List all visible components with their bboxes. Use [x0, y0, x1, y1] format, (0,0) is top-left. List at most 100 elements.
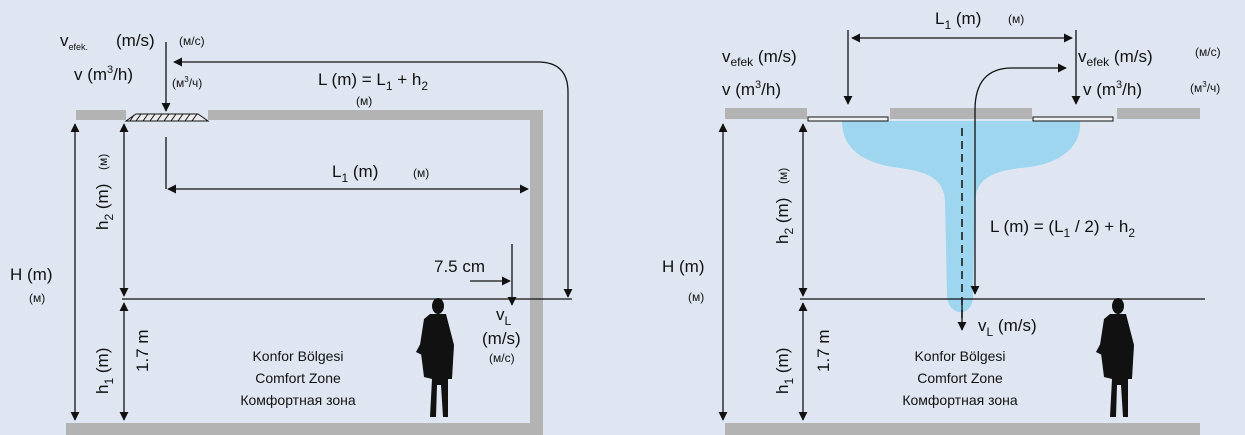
right-vflow-right-ru-b: /ч) [1207, 81, 1221, 95]
right-vflow-left-a: v (m [722, 80, 755, 99]
right-diagram: L1 (m) (м) vefek (m/s) v (m3/h) vefek (m… [662, 9, 1221, 435]
left-diffuser [124, 113, 210, 122]
right-vefek-right-ru: (м/с) [1195, 45, 1221, 59]
right-vflow-right-a: v (m [1083, 80, 1116, 99]
right-vefek-left-label: vefek (m/s) [722, 47, 797, 69]
right-ceiling-slab-a [725, 108, 807, 119]
right-vflow-right-ru-a: (м [1190, 81, 1202, 95]
left-vflow-a: v (m [74, 65, 107, 84]
right-vflow-left-label: v (m3/h) [722, 79, 781, 99]
left-vefek-unit: (m/s) [116, 31, 155, 50]
left-h1-b: (m) [93, 348, 112, 378]
left-l1-label: L1 (m) [332, 162, 378, 185]
left-vflow-sup: 3 [107, 64, 113, 76]
left-l1-ru: (м) [413, 166, 429, 180]
left-formula-sub1: 1 [386, 79, 393, 93]
right-17-label: 1.7 m [814, 329, 833, 372]
right-vflow-left-b: /h) [761, 80, 781, 99]
left-h-label: H (m) [10, 265, 52, 284]
left-ceiling-slab-b [208, 110, 543, 120]
right-l1-ru: (м) [1008, 12, 1024, 26]
right-zone-en: Comfort Zone [917, 370, 1003, 386]
left-formula-a: L (m) = L [318, 70, 386, 89]
right-vl-v: v [978, 316, 987, 335]
right-throw-length-arrow [970, 63, 1067, 295]
left-h-ru: (м) [29, 291, 45, 305]
left-right-wall [530, 110, 543, 435]
right-vflow-right-b: /h) [1122, 80, 1142, 99]
right-ceiling-slab-c [1117, 108, 1200, 119]
right-vl-sub: L [987, 325, 994, 339]
left-vefek-ru: (м/с) [179, 34, 205, 48]
right-h1-sub: 1 [782, 378, 796, 385]
right-l1-a: L [935, 9, 944, 28]
left-vl-label: vL [496, 305, 512, 328]
left-h2-b: (m) [93, 184, 112, 214]
right-vefek-left-sub: efek [731, 55, 755, 69]
right-ceiling-slab-b [890, 108, 1032, 119]
right-vefek-left-b: (m/s) [753, 47, 796, 66]
right-vefek-right-v: v [1078, 47, 1087, 66]
right-formula-sub2: 2 [1128, 226, 1135, 240]
right-throw-formula: L (m) = (L1 / 2) + h2 [990, 217, 1135, 240]
left-vl-v: v [496, 305, 505, 324]
right-vl-unit: (m/s) [993, 316, 1036, 335]
left-l1-b: (m) [348, 162, 378, 181]
right-l1-label: L1 (m) [935, 9, 981, 32]
right-h1-label-group: h1 (m) [773, 348, 796, 394]
left-vflow-ru-sup: 3 [184, 75, 189, 84]
right-vflow-right-ru: (м3/ч) [1190, 80, 1220, 95]
right-diffuser-right [1032, 116, 1114, 122]
right-h1-a: h [773, 385, 792, 394]
right-h2-a: h [773, 235, 792, 244]
right-formula-b: / 2) + h [1070, 217, 1128, 236]
left-vefek-sub: efek. [69, 42, 89, 52]
left-vflow-ru-b: /ч) [189, 76, 203, 90]
left-h2-label: h2 (m) [93, 184, 116, 230]
left-17-label: 1.7 m [133, 329, 152, 372]
right-formula-a: L (m) = (L [990, 217, 1064, 236]
right-formula-sub1: 1 [1064, 226, 1071, 240]
left-h1-a: h [93, 385, 112, 394]
right-zone-tr: Konfor Bölgesi [914, 348, 1005, 364]
right-h-ru: (м) [688, 290, 704, 304]
right-vflow-right-sup: 3 [1116, 79, 1122, 91]
left-vflow-ru: (м3/ч) [172, 75, 202, 90]
right-zone-ru: Комфортная зона [902, 392, 1018, 408]
right-vl-label: vL (m/s) [978, 316, 1037, 339]
left-ceiling-slab-a [76, 110, 126, 120]
left-h1-label-group: h1 (m) [93, 348, 116, 394]
left-h2-sub: 2 [102, 214, 116, 221]
right-diffuser-left [807, 116, 889, 122]
right-vefek-right-sub: efek [1087, 55, 1111, 69]
left-vflow-ru-a: (м [172, 76, 184, 90]
left-zone-ru: Комфортная зона [240, 392, 356, 408]
left-vefek-v: v [60, 31, 69, 50]
left-zone-en: Comfort Zone [255, 370, 341, 386]
left-h1-label: h1 (m) [93, 348, 116, 394]
right-l1-b: (m) [951, 9, 981, 28]
left-zone-tr: Konfor Bölgesi [252, 348, 343, 364]
right-h2-label-group: h2 (m) (м) [773, 168, 796, 244]
right-h-label: H (m) [662, 257, 704, 276]
left-throw-formula-ru: (м) [356, 94, 372, 108]
right-vefek-right-b: (m/s) [1109, 47, 1152, 66]
left-vl-unit: (m/s) [482, 329, 521, 348]
left-h2-a: h [93, 221, 112, 230]
left-floor-slab [66, 423, 543, 435]
right-l1-sub: 1 [944, 18, 951, 32]
right-h2-sub: 2 [782, 228, 796, 235]
right-person-silhouette [1096, 298, 1134, 417]
right-vefek-right-label: vefek (m/s) [1078, 47, 1153, 69]
right-17-label-group: 1.7 m [814, 329, 833, 372]
right-h2-label: h2 (m) [773, 198, 796, 244]
right-h2-ru: (м) [776, 168, 790, 184]
left-l1-sub: 1 [341, 171, 348, 185]
left-offset-label: 7.5 cm [434, 257, 485, 276]
left-h2-ru: (м) [96, 154, 110, 170]
left-formula-sub2: 2 [421, 79, 428, 93]
left-17-label-group: 1.7 m [133, 329, 152, 372]
right-vflow-right-ru-sup: 3 [1202, 80, 1207, 89]
right-air-jet [842, 121, 1081, 313]
